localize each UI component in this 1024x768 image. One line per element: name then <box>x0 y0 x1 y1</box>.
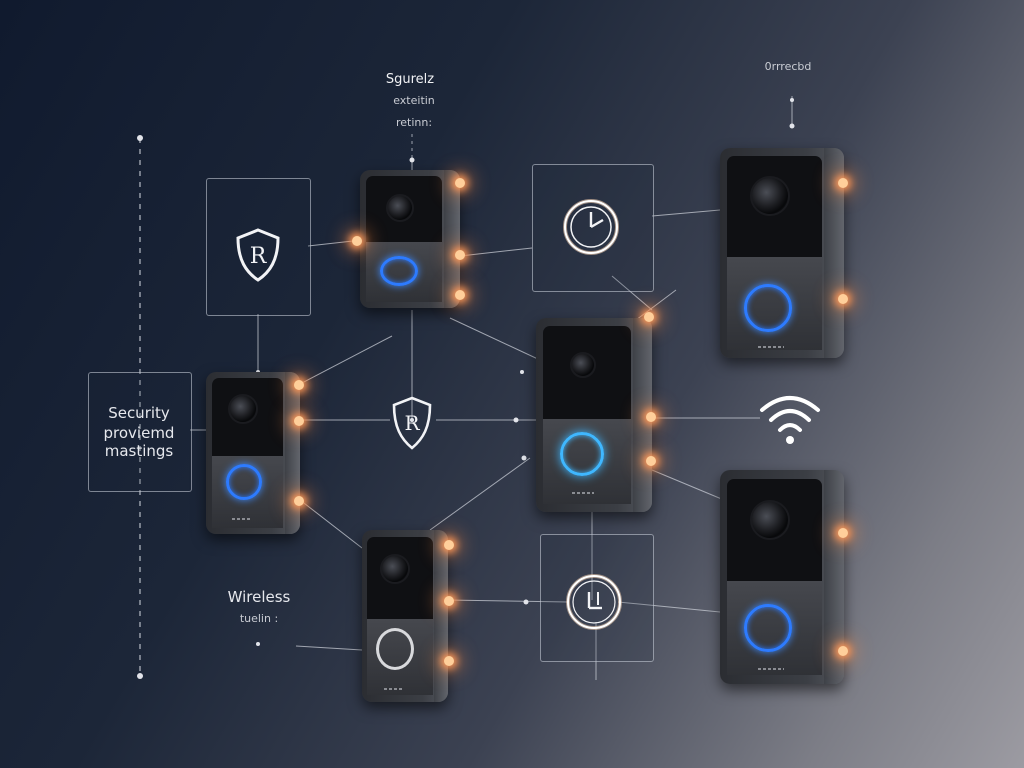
wireless-label: Wireless <box>227 588 291 606</box>
clock-icon <box>563 199 619 255</box>
wifi-icon <box>760 396 820 444</box>
glow-node <box>455 290 465 300</box>
svg-text:R: R <box>250 244 268 269</box>
top-title-label: Sgurelz <box>385 72 435 87</box>
glow-node <box>444 540 454 550</box>
glow-node <box>294 416 304 426</box>
left-box-line-3: mastings <box>104 442 174 460</box>
shield-icon: R <box>236 228 280 282</box>
glow-node <box>646 412 656 422</box>
security-shield-panel <box>206 178 311 316</box>
top-subtitle-label-2: retinn: <box>395 116 433 129</box>
left-box-line-2: proviemd <box>103 424 175 442</box>
glow-node <box>444 596 454 606</box>
glow-node <box>455 178 465 188</box>
wireless-sub-label: tuelin : <box>239 612 279 625</box>
glow-node <box>838 294 848 304</box>
top-subtitle-label: exteitin <box>393 94 435 107</box>
left-box-line-1: Security <box>108 404 170 422</box>
security-settings-box <box>88 372 192 492</box>
glow-node <box>646 456 656 466</box>
doorbell-device-center <box>536 318 652 512</box>
top-right-title-label: 0rrrecbd <box>764 60 812 73</box>
glow-node <box>444 656 454 666</box>
schedule-clock-panel <box>532 164 654 292</box>
svg-text:R: R <box>404 411 420 435</box>
doorbell-device-top <box>360 170 460 308</box>
glow-node <box>838 528 848 538</box>
doorbell-device-bottom-right <box>720 470 844 684</box>
doorbell-device-bottom <box>362 530 448 702</box>
glow-node <box>455 250 465 260</box>
glow-node <box>352 236 362 246</box>
glow-node <box>644 312 654 322</box>
glow-node <box>294 380 304 390</box>
glow-node <box>294 496 304 506</box>
lower-clock-icon <box>566 574 622 630</box>
glow-node <box>838 646 848 656</box>
center-shield-icon: R <box>392 396 432 450</box>
doorbell-device-left <box>206 372 300 534</box>
glow-node <box>838 178 848 188</box>
doorbell-device-top-right <box>720 148 844 358</box>
